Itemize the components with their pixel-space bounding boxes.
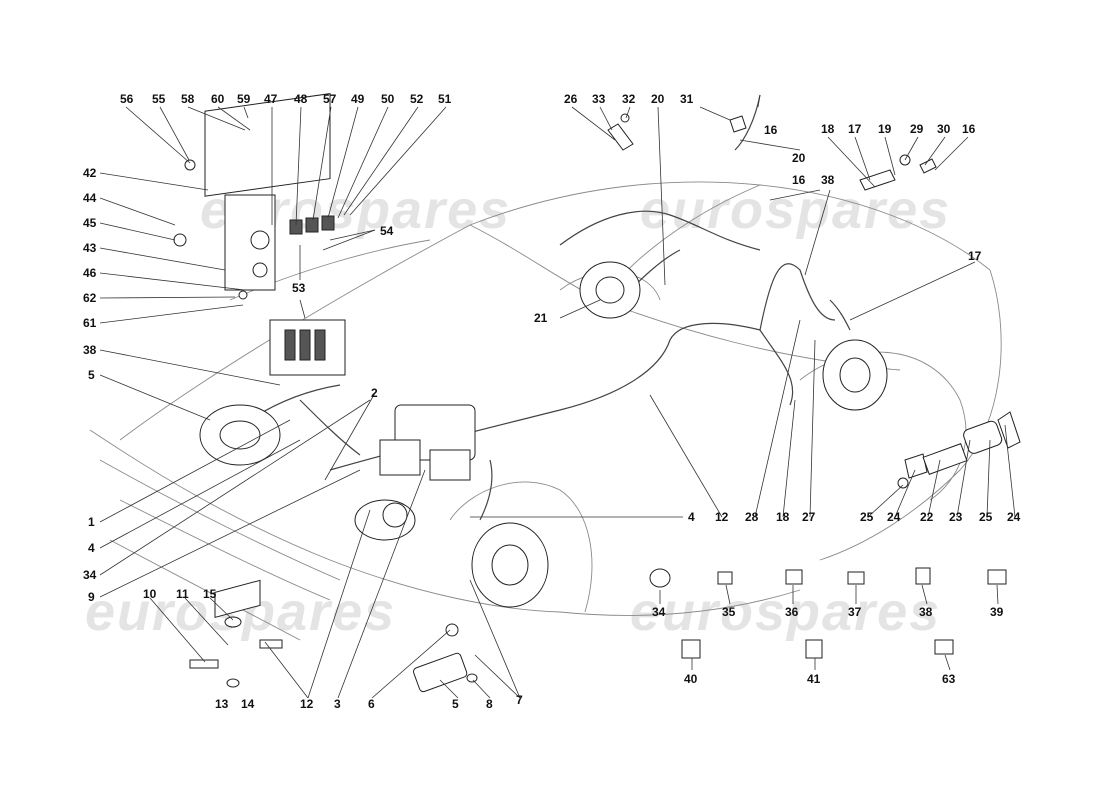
callout-label: 37 xyxy=(848,605,862,619)
callout-label: 48 xyxy=(294,92,308,106)
callout-label: 38 xyxy=(83,343,97,357)
callout-label: 4 xyxy=(688,510,695,524)
callout-label: 41 xyxy=(807,672,821,686)
clip-parts xyxy=(649,567,1007,659)
callout-label: 13 xyxy=(215,697,229,711)
callout-label: 21 xyxy=(534,311,548,325)
watermark-layer: eurospares eurospares eurospares eurospa… xyxy=(85,180,951,642)
callout-label: 23 xyxy=(949,510,963,524)
callout-label: 10 xyxy=(143,587,157,601)
sensor-assembly xyxy=(897,411,1021,489)
master-cylinder-unit xyxy=(354,404,476,541)
caliper-parts xyxy=(413,623,478,693)
callout-label: 43 xyxy=(83,241,97,255)
callout-label: 18 xyxy=(776,510,790,524)
callout-label: 20 xyxy=(651,92,665,106)
callout-label: 25 xyxy=(860,510,874,524)
front-left-brake xyxy=(199,404,281,466)
callout-label: 34 xyxy=(652,605,666,619)
callout-label: 32 xyxy=(622,92,636,106)
callout-label: 51 xyxy=(438,92,452,106)
callout-label: 4 xyxy=(88,541,95,555)
callout-label: 11 xyxy=(176,587,189,601)
callout-label: 24 xyxy=(887,510,901,524)
callout-label: 5 xyxy=(88,368,95,382)
callout-label: 14 xyxy=(241,697,255,711)
callout-label: 17 xyxy=(848,122,862,136)
rear-connectors xyxy=(607,94,937,191)
rear-left-brake xyxy=(579,261,641,319)
callout-label: 22 xyxy=(920,510,934,524)
callout-label: 31 xyxy=(680,92,694,106)
callout-label: 12 xyxy=(300,697,314,711)
callout-label: 24 xyxy=(1007,510,1021,524)
rear-right-brake xyxy=(822,339,888,411)
callout-label: 45 xyxy=(83,216,97,230)
callout-label: 1 xyxy=(88,515,95,529)
callout-label: 33 xyxy=(592,92,606,106)
callout-label: 16 xyxy=(764,123,778,137)
callout-label: 5 xyxy=(452,697,459,711)
callout-label: 55 xyxy=(152,92,166,106)
callout-label: 35 xyxy=(722,605,736,619)
callout-label: 44 xyxy=(83,191,97,205)
callout-label: 17 xyxy=(968,249,982,263)
callout-label: 57 xyxy=(323,92,337,106)
callout-label: 12 xyxy=(715,510,729,524)
leader-lines xyxy=(99,94,1016,699)
callout-label: 25 xyxy=(979,510,993,524)
callout-label: 63 xyxy=(942,672,956,686)
callout-label: 49 xyxy=(351,92,365,106)
callout-label: 38 xyxy=(919,605,933,619)
callout-label: 42 xyxy=(83,166,97,180)
callout-label: 38 xyxy=(821,173,835,187)
callout-label: 19 xyxy=(878,122,892,136)
callout-label: 61 xyxy=(83,316,97,330)
callout-label: 27 xyxy=(802,510,816,524)
callout-label: 39 xyxy=(990,605,1004,619)
callout-label: 59 xyxy=(237,92,251,106)
callout-label: 20 xyxy=(792,151,806,165)
callout-labels: 56 55 58 60 59 47 48 57 49 50 52 51 42 4… xyxy=(83,92,1021,711)
abs-control-unit xyxy=(173,93,346,376)
callout-label: 15 xyxy=(203,587,217,601)
callout-label: 34 xyxy=(83,568,97,582)
front-right-brake xyxy=(471,522,549,608)
callout-label: 2 xyxy=(371,386,378,400)
callout-label: 36 xyxy=(785,605,799,619)
callout-label: 29 xyxy=(910,122,924,136)
callout-label: 18 xyxy=(821,122,835,136)
callout-label: 60 xyxy=(211,92,225,106)
callout-label: 56 xyxy=(120,92,134,106)
callout-label: 46 xyxy=(83,266,97,280)
valve-block xyxy=(189,579,283,688)
callout-label: 28 xyxy=(745,510,759,524)
callout-label: 7 xyxy=(516,693,523,707)
callout-label: 3 xyxy=(334,697,341,711)
callout-label: 16 xyxy=(962,122,976,136)
watermark-text: eurospares xyxy=(630,582,941,642)
callout-label: 30 xyxy=(937,122,951,136)
callout-label: 50 xyxy=(381,92,395,106)
callout-label: 9 xyxy=(88,590,95,604)
watermark-text: eurospares xyxy=(640,180,951,240)
callout-label: 6 xyxy=(368,697,375,711)
callout-label: 8 xyxy=(486,697,493,711)
callout-label: 40 xyxy=(684,672,698,686)
callout-label: 62 xyxy=(83,291,97,305)
callout-label: 54 xyxy=(380,224,394,238)
callout-label: 16 xyxy=(792,173,806,187)
callout-label: 58 xyxy=(181,92,195,106)
callout-label: 26 xyxy=(564,92,578,106)
callout-label: 52 xyxy=(410,92,424,106)
callout-label: 53 xyxy=(292,281,306,295)
callout-label: 47 xyxy=(264,92,278,106)
